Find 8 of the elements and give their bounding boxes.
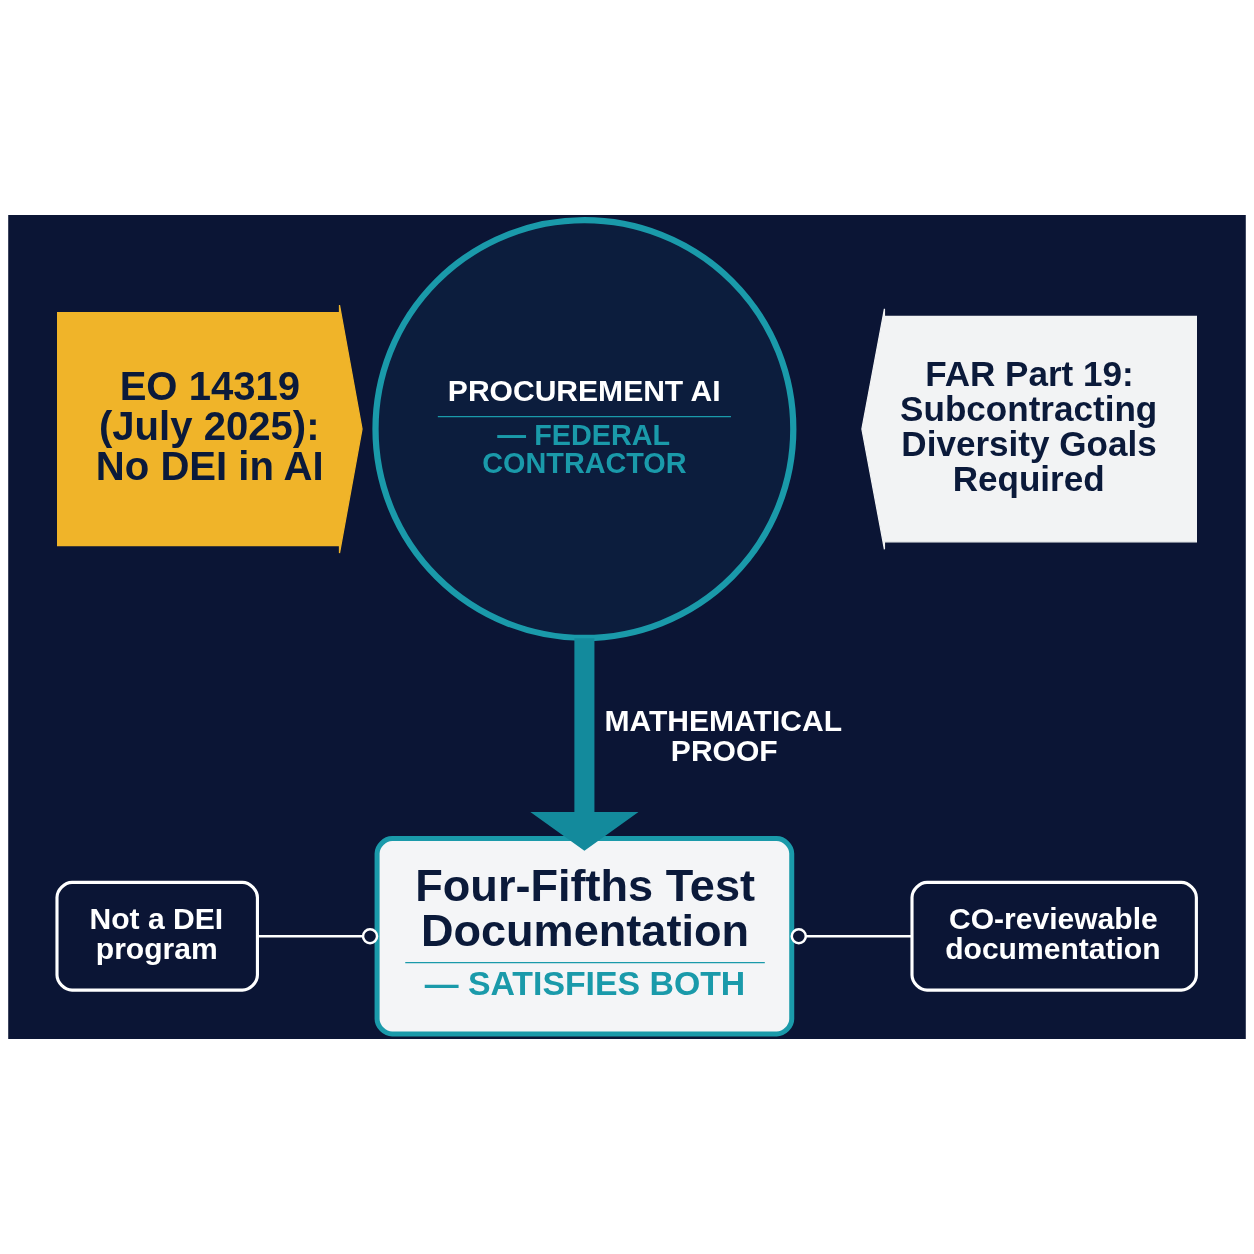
connector — [257, 928, 379, 945]
node-box: CO-reviewable documentation — [910, 880, 1198, 992]
node-circle: PROCUREMENT AI — FEDERAL CONTRACTOR — [372, 217, 797, 642]
connector — [790, 928, 912, 945]
arrow — [530, 638, 639, 851]
node-box: Four-Fifths Test Documentation — SATISFIES BOTH — [374, 836, 795, 1037]
edge-label: MATHEMATICAL PROOF — [604, 704, 842, 768]
node-box: Not a DEI program — [55, 880, 259, 992]
